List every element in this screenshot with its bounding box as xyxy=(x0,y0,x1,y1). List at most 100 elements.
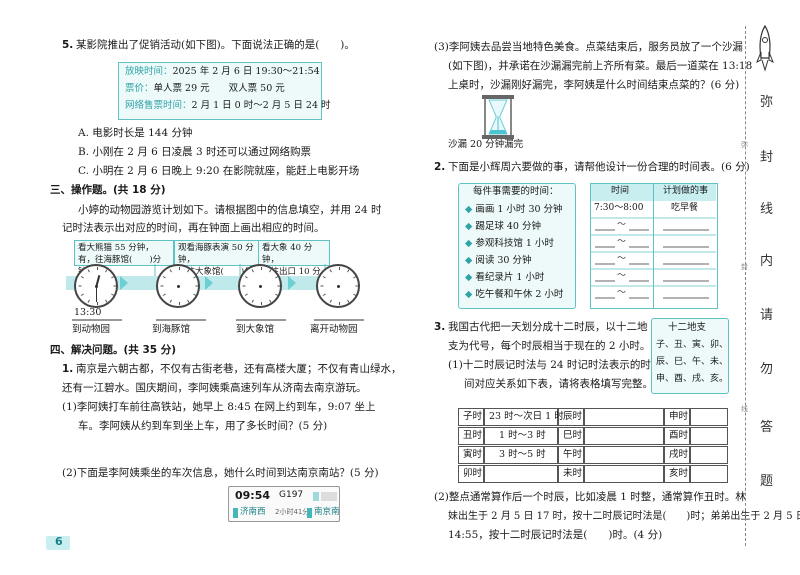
seal-char-1: 弥 xyxy=(760,95,774,110)
task-item: 画画 1 小时 30 分钟 xyxy=(475,204,563,215)
cell-label: 辰时 xyxy=(558,408,584,426)
note-panda-l2a: 有， xyxy=(78,255,96,265)
note-panda: 看大熊猫 55 分钟， 有，往海豚馆( )分钟。 xyxy=(74,240,174,277)
note-elephant: 看大象 40 分钟， 前往出口 10 分钟。 xyxy=(258,240,330,289)
dizhi-box: 十二地支 子、丑、寅、卯、 辰、巳、午、未、 申、酉、戌、亥。 xyxy=(651,318,729,394)
timeline-arrows xyxy=(120,276,296,290)
place-dolphin: 到海豚馆 xyxy=(152,324,191,335)
q1-part1-text-2: 车。李阿姨从约到车到坐上车，用了多长时间？(5 分) xyxy=(78,420,328,432)
q1-number: 1. xyxy=(62,363,74,375)
bullet-icon: ◆ xyxy=(465,204,473,215)
q5-option-b: B. 小刚在 2 月 6 日凌晨 3 时还可以通过网络购票 xyxy=(78,146,311,158)
task-item: 看纪录片 1 小时 xyxy=(475,272,545,283)
clock-arrival-minute-hand xyxy=(96,286,97,302)
q5-question: 某影院推出了促销活动(如下图)。下面说法正确的是( )。 xyxy=(76,39,355,51)
dizhi-line-3: 申、酉、戌、亥。 xyxy=(656,374,729,384)
task-list-title: 每件事需要的时间： xyxy=(473,186,559,197)
cell-blank[interactable] xyxy=(584,446,664,464)
task-item: 踢足球 40 分钟 xyxy=(475,221,541,232)
q2-number: 2. xyxy=(434,161,446,173)
cell-blank[interactable] xyxy=(584,408,664,426)
page-number: 6 xyxy=(55,535,63,548)
q1-part3-text-1: (3)李阿姨去品尝当地特色美食。点菜结束后，服务员放了一个沙漏 xyxy=(434,41,743,53)
cell-blank[interactable] xyxy=(690,446,728,464)
task-list-box: 每件事需要的时间： ◆ 画画 1 小时 30 分钟 ◆ 踢足球 40 分钟 ◆ … xyxy=(458,183,576,309)
clock-elephant[interactable] xyxy=(238,264,282,308)
task-item: 阅读 30 分钟 xyxy=(475,255,532,266)
q3-part2-text-2: 妹出生于 2 月 5 日 17 时，按十二时辰记时法是( )时；弟弟出生于 2 … xyxy=(448,511,800,522)
cell-label: 巳时 xyxy=(558,427,584,445)
schedule-table: 时间 计划做的事 7:30～8:00 吃早餐 ～ ～ ～ ～ ～ xyxy=(590,183,718,309)
seal-char-3: 线 xyxy=(760,202,774,217)
schedule-blank-sep: ～ xyxy=(617,288,627,298)
seal-line xyxy=(745,26,746,546)
schedule-divider xyxy=(653,184,654,308)
q1-part1-text-1: (1)李阿姨打车前往高铁站，她早上 8:45 在网上约到车，9:07 坐上 xyxy=(62,401,376,413)
schedule-header-time: 时间 xyxy=(611,186,630,196)
clock-arrival[interactable] xyxy=(74,264,118,308)
q1-text-1: 南京是六朝古都，不仅有古街老巷，还有高楼大厦；不仅有青山绿水， xyxy=(76,363,402,375)
cell-label: 子时 xyxy=(458,408,484,426)
promo-label-online: 网络售票时间： xyxy=(125,100,192,111)
schedule-header-event: 计划做的事 xyxy=(663,186,709,196)
q3-text-1: 我国古代把一天划分成十二时辰，以十二地 xyxy=(448,321,648,333)
cell-blank[interactable] xyxy=(690,408,728,426)
promo-value-showtime: 2025 年 2 月 6 日 19:30～21:54 xyxy=(172,66,320,77)
cell-blank[interactable] xyxy=(690,465,728,483)
q3-text-2: 支为代号，每个时辰相当于现在的 2 小时。 xyxy=(448,340,651,352)
seal-small-3: 线 xyxy=(741,405,748,413)
dizhi-line-1: 子、丑、寅、卯、 xyxy=(656,340,729,350)
seal-char-4: 内 xyxy=(760,254,774,269)
time-start: 13:30 xyxy=(74,307,102,318)
cell-blank[interactable] xyxy=(484,465,558,483)
promo-box: 放映时间：2025 年 2 月 6 日 19:30～21:54 票价：单人票 2… xyxy=(118,62,331,120)
cell-label: 午时 xyxy=(558,446,584,464)
dizhi-title: 十二地支 xyxy=(668,322,707,333)
q3-number: 3. xyxy=(434,321,446,333)
ticket-badge xyxy=(313,492,319,501)
note-panda-l1: 看大熊猫 55 分钟， xyxy=(78,243,154,253)
cell-blank[interactable] xyxy=(584,465,664,483)
sec3-text-2: 记时法表示出对应的时间，再在钟面上画出相应的时间。 xyxy=(62,222,325,234)
seal-small-1: 弥 xyxy=(741,141,748,149)
place-zoo: 到动物园 xyxy=(72,324,111,335)
ticket-from: 济南西 xyxy=(240,507,266,517)
cell-label: 戌时 xyxy=(664,446,690,464)
schedule-blank-sep: ～ xyxy=(617,271,627,281)
schedule-row1-event: 吃早餐 xyxy=(671,203,699,213)
ticket-to-marker xyxy=(307,508,312,518)
note-elephant-l1: 看大象 40 分钟， xyxy=(262,243,313,265)
ticket-blur xyxy=(321,492,337,501)
section-3-title: 三、操作题。(共 18 分) xyxy=(50,184,166,196)
rocket-icon xyxy=(756,24,774,72)
note-dolphin-l2: 前往大象馆( )分钟。 xyxy=(178,267,270,277)
cell-label: 寅时 xyxy=(458,446,484,464)
promo-label-price: 票价： xyxy=(125,83,154,94)
q1-part2-text: (2)下面是李阿姨乘坐的车次信息，她什么时间到达南京南站？(5 分) xyxy=(62,467,379,479)
shichen-table: 子时 23 时～次日 1 时 辰时 申时 丑时 1 时～3 时 巳时 酉时 寅时… xyxy=(458,408,728,488)
seal-char-8: 题 xyxy=(760,474,774,489)
cell-blank[interactable] xyxy=(690,427,728,445)
q1-part3-text-3: 上桌时，沙漏刚好漏完，李阿姨是什么时间结束点菜的？(6 分) xyxy=(448,79,740,91)
cell-label: 未时 xyxy=(558,465,584,483)
schedule-row1-time: 7:30～8:00 xyxy=(594,203,644,213)
q5-number: 5. xyxy=(62,39,74,51)
time-answer-lines[interactable] xyxy=(66,308,366,322)
bullet-icon: ◆ xyxy=(465,289,473,300)
place-exit: 离开动物园 xyxy=(310,324,358,335)
bullet-icon: ◆ xyxy=(465,255,473,266)
seal-small-2: 封 xyxy=(741,263,748,271)
clock-exit[interactable] xyxy=(316,264,360,308)
schedule-blank-rows[interactable] xyxy=(591,201,716,308)
task-item: 参观科技馆 1 小时 xyxy=(475,238,554,249)
clock-dolphin[interactable] xyxy=(156,264,200,308)
cell-label: 丑时 xyxy=(458,427,484,445)
schedule-blank-sep: ～ xyxy=(617,237,627,247)
schedule-blank-sep: ～ xyxy=(617,220,627,230)
cell-value: 1 时～3 时 xyxy=(484,427,558,445)
q5-option-c: C. 小明在 2 月 6 日晚上 9:20 在影院就座，能赶上电影开场 xyxy=(78,165,360,177)
section-4-title: 四、解决问题。(共 35 分) xyxy=(50,344,177,356)
bullet-icon: ◆ xyxy=(465,272,473,283)
q3-part2-text-3: 14:55，按十二时辰记时法是( )时。(4 分) xyxy=(448,529,663,541)
cell-blank[interactable] xyxy=(584,427,664,445)
